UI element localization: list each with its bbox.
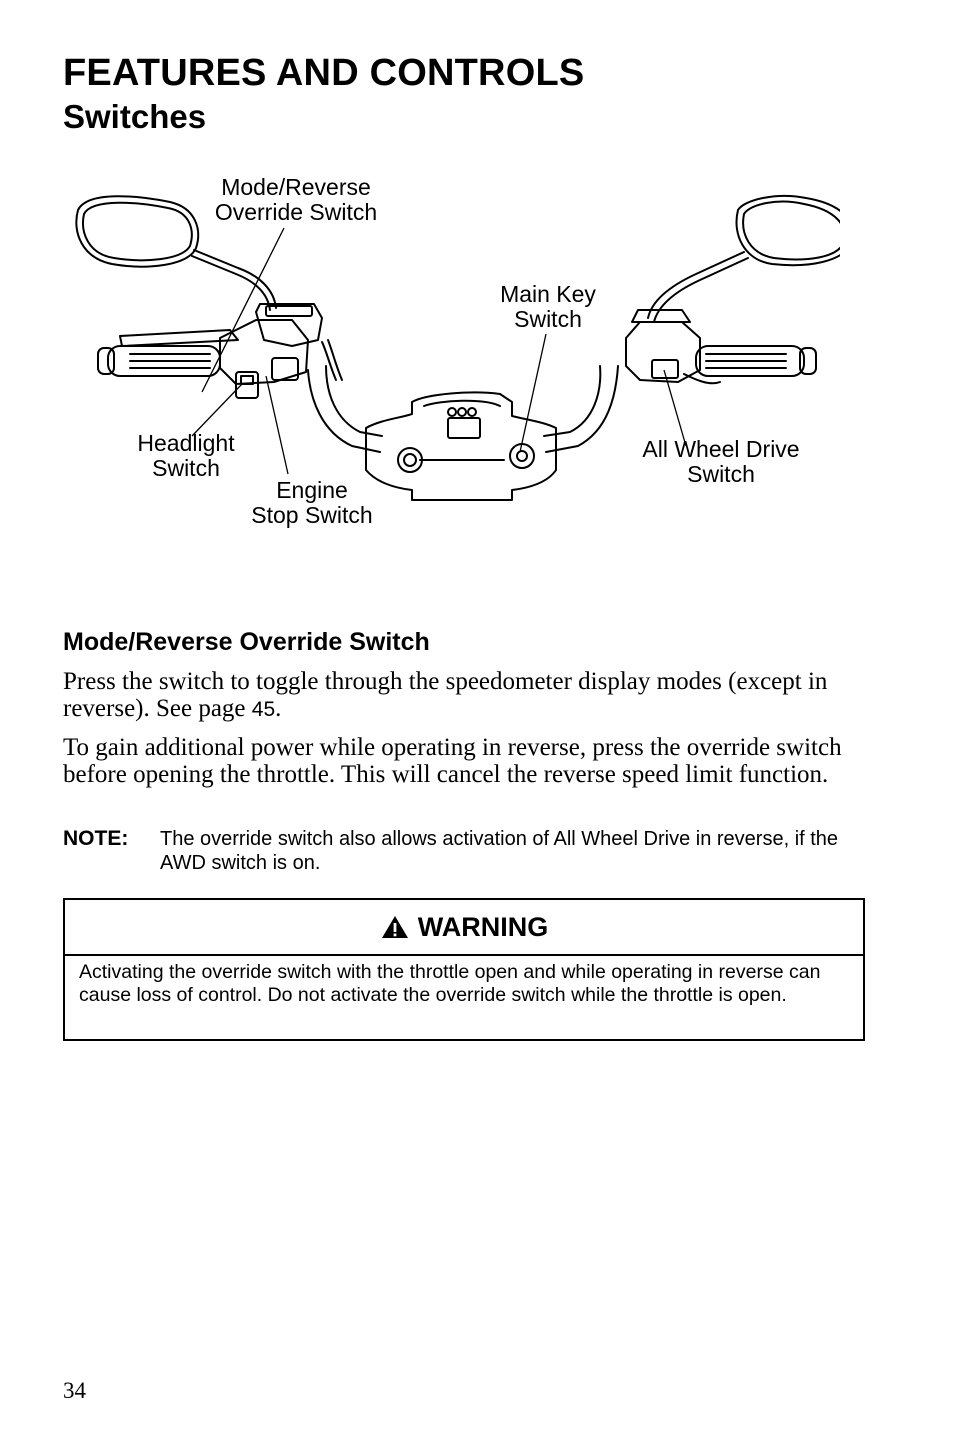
- leader-mode-reverse: [201, 227, 285, 393]
- engine-stop-switch-shape: [271, 357, 299, 381]
- main-key-switch-shape: [509, 443, 535, 469]
- headlight-switch-shape: [235, 371, 259, 399]
- callout-main-key: Main Key Switch: [500, 281, 596, 332]
- left-brake-lever: [119, 329, 239, 347]
- warning-header: WARNING: [65, 900, 863, 956]
- page-reference: 45: [251, 698, 276, 721]
- leader-main-key: [519, 333, 547, 453]
- paragraph-text: Press the switch to toggle through the s…: [63, 668, 828, 722]
- warning-title: WARNING: [417, 911, 549, 942]
- handlebar-illustration: [75, 194, 840, 501]
- paragraph-end: .: [275, 695, 282, 722]
- paragraph-override: To gain additional power while operating…: [63, 734, 842, 788]
- left-master-cylinder: [255, 303, 323, 347]
- handlebar-diagram: Mode/Reverse Override Switch Main Key Sw…: [60, 170, 840, 540]
- page-title: FEATURES AND CONTROLS: [63, 52, 585, 94]
- handlebar-tube: [307, 369, 381, 453]
- leader-engine-stop: [265, 375, 289, 475]
- right-mirror-stem: [653, 257, 749, 323]
- note-text: The override switch also allows activati…: [160, 828, 839, 874]
- paragraph-mode-reverse: Press the switch to toggle through the s…: [63, 668, 863, 723]
- center-console: [365, 391, 557, 501]
- left-switch-housing: [219, 319, 309, 385]
- page-subtitle: Switches: [63, 98, 207, 135]
- center-display: [447, 417, 481, 439]
- right-grip: [695, 345, 805, 377]
- callout-engine-stop: Engine Stop Switch: [251, 477, 373, 528]
- leader-headlight: [191, 383, 243, 437]
- right-mirror: [735, 194, 840, 267]
- note-label: NOTE:: [63, 827, 129, 850]
- section-heading: Mode/Reverse Override Switch: [63, 628, 430, 656]
- callout-mode-reverse: Mode/Reverse Override Switch: [214, 174, 378, 225]
- warning-text: Activating the override switch with the …: [79, 961, 821, 1006]
- right-throttle-housing: [625, 321, 701, 383]
- left-mirror: [75, 195, 200, 268]
- callout-headlight: Headlight Switch: [137, 430, 235, 481]
- warning-triangle-icon: [381, 916, 408, 938]
- callout-awd: All Wheel Drive Switch: [642, 436, 800, 487]
- awd-switch-shape: [651, 359, 679, 379]
- left-console-knob: [397, 447, 423, 473]
- warning-box: WARNING Activating the override switch w…: [63, 898, 865, 1041]
- leader-awd: [663, 369, 687, 447]
- page-number: 34: [63, 1378, 86, 1403]
